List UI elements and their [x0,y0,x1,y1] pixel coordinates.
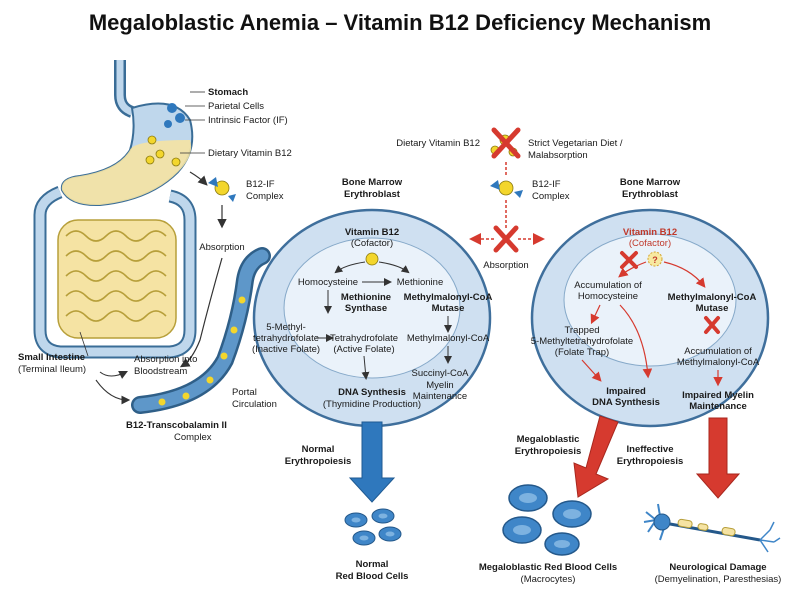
methionine-synthase-label-2: Synthase [345,303,387,314]
normal-rbc-icons [344,508,402,546]
small-intestine-label: Small Intestine [18,352,85,363]
neurological-damage-label: Neurological Damage [669,562,766,573]
def-mm-mutase-label-2: Mutase [696,303,729,314]
thymidine-label: (Thymidine Production) [323,399,421,410]
macrocyte-icons [502,484,592,556]
blocked-pathway-x-1 [620,251,638,269]
strict-vegetarian-label-2: Malabsorption [528,150,588,161]
trapped-label-1: Trapped [564,325,599,336]
impaired-myelin-label-2: Maintenance [689,401,747,412]
transcobalamin-label: B12-Transcobalamin II [126,420,227,431]
homocysteine-label: Homocysteine [298,277,358,288]
methionine-label: Methionine [397,277,443,288]
mm-mutase-label-1: Methylmalonyl-CoA [404,292,493,303]
megaloblastic-arrow [573,415,619,498]
portal-label-2: Circulation [232,399,277,410]
deficient-cell-header-1: Bone Marrow [620,177,681,188]
absorption-label-left: Absorption [199,242,244,253]
deficiency-complex-label-1: B12-IF [532,179,561,190]
macrocyte-label-1: Megaloblastic Red Blood Cells [479,562,617,573]
normal-b12-label: Vitamin B12 [345,227,399,238]
parietal-cells-label: Parietal Cells [208,101,264,112]
impaired-dna-label-2: DNA Synthesis [592,397,660,408]
normal-cofactor-label: (Cofactor) [351,238,393,249]
demyelination-label: (Demyelination, Paresthesias) [655,574,782,585]
deficiency-complex-label-2: Complex [532,191,570,202]
dna-synthesis-label: DNA Synthesis [338,387,406,398]
deficiency-absorption-label: Absorption [483,260,528,271]
myelin-label-2: Maintenance [413,391,467,402]
trapped-label-3: (Folate Trap) [555,347,609,358]
mthf-label-1: 5-Methyl- [266,322,306,333]
blocked-pathway-x-2 [704,316,720,334]
deficiency-complex-icon [490,180,523,198]
intrinsic-factor-label: Intrinsic Factor (IF) [208,115,288,126]
mthf-label-3: (Inactive Folate) [252,344,320,355]
complex-label-2: Complex [246,191,284,202]
damaged-neuron-icon [643,503,781,553]
complex-label-1: B12-IF [246,179,275,190]
mm-mutase-label-2: Mutase [432,303,465,314]
trapped-label-2: 5-Methyltetrahydrofolate [531,336,633,347]
normal-rbc-label-1: Normal [356,559,389,570]
stomach-label: Stomach [208,87,248,98]
absorption-blood-label-2: Bloodstream [134,366,187,377]
terminal-ileum-label: (Terminal Ileum) [18,364,86,375]
deficiency-x-icon-top [490,127,521,159]
thf-label-1: Tetrahydrofolate [330,333,398,344]
deficiency-absorption-x [493,225,519,253]
megaloblastic-erythropoiesis-label-1: Megaloblastic [517,434,580,445]
accumulation-mmcoa-label-2: Methylmalonyl-CoA [677,357,760,368]
impaired-myelin-label-1: Impaired Myelin [682,390,754,401]
strict-vegetarian-label-1: Strict Vegetarian Diet / [528,138,623,149]
neurological-arrow [695,417,741,499]
thf-label-2: (Active Folate) [333,344,394,355]
ineffective-label-1: Ineffective [627,444,674,455]
ineffective-label-2: Erythropoiesis [617,456,684,467]
normal-cell-header-2: Erythroblast [344,189,401,200]
transcobalamin-complex-label: Complex [174,432,212,443]
dietary-b12-label: Dietary Vitamin B12 [208,148,292,159]
impaired-dna-label-1: Impaired [606,386,646,397]
normal-erythropoiesis-label-1: Normal [302,444,335,455]
normal-rbc-label-2: Red Blood Cells [336,571,409,582]
myelin-label-1: Myelin [426,380,453,391]
deficient-cofactor-label: (Cofactor) [629,238,671,249]
methionine-synthase-label-1: Methionine [341,292,391,303]
deficient-b12-label: Vitamin B12 [623,227,677,238]
mmcoa-label: Methylmalonyl-CoA [407,333,490,344]
page-title: Megaloblastic Anemia – Vitamin B12 Defic… [89,10,711,35]
normal-erythropoiesis-label-2: Erythropoiesis [285,456,352,467]
b12-if-complex-icon [208,177,236,202]
svg-text:?: ? [652,255,658,265]
megaloblastic-erythropoiesis-label-2: Erythropoiesis [515,446,582,457]
normal-cell-header-1: Bone Marrow [342,177,403,188]
succinyl-coa-label: Succinyl-CoA [411,368,469,379]
accumulation-homocysteine-label-2: Homocysteine [578,291,638,302]
gi-tract-illustration [33,60,197,359]
normal-erythropoiesis-arrow [348,421,396,503]
def-mm-mutase-label-1: Methylmalonyl-CoA [668,292,757,303]
portal-label-1: Portal [232,387,257,398]
deficient-cell-header-2: Erythroblast [622,189,679,200]
macrocyte-label-2: (Macrocytes) [521,574,576,585]
normal-b12-icon [365,252,379,266]
mthf-label-2: tetrahydrofolate [253,333,319,344]
missing-b12-icon [647,251,663,267]
accumulation-mmcoa-label-1: Accumulation of [684,346,752,357]
absorption-blood-label-1: Absorption into [134,354,197,365]
accumulation-homocysteine-label-1: Accumulation of [574,280,642,291]
deficiency-dietary-label: Dietary Vitamin B12 [396,138,480,149]
